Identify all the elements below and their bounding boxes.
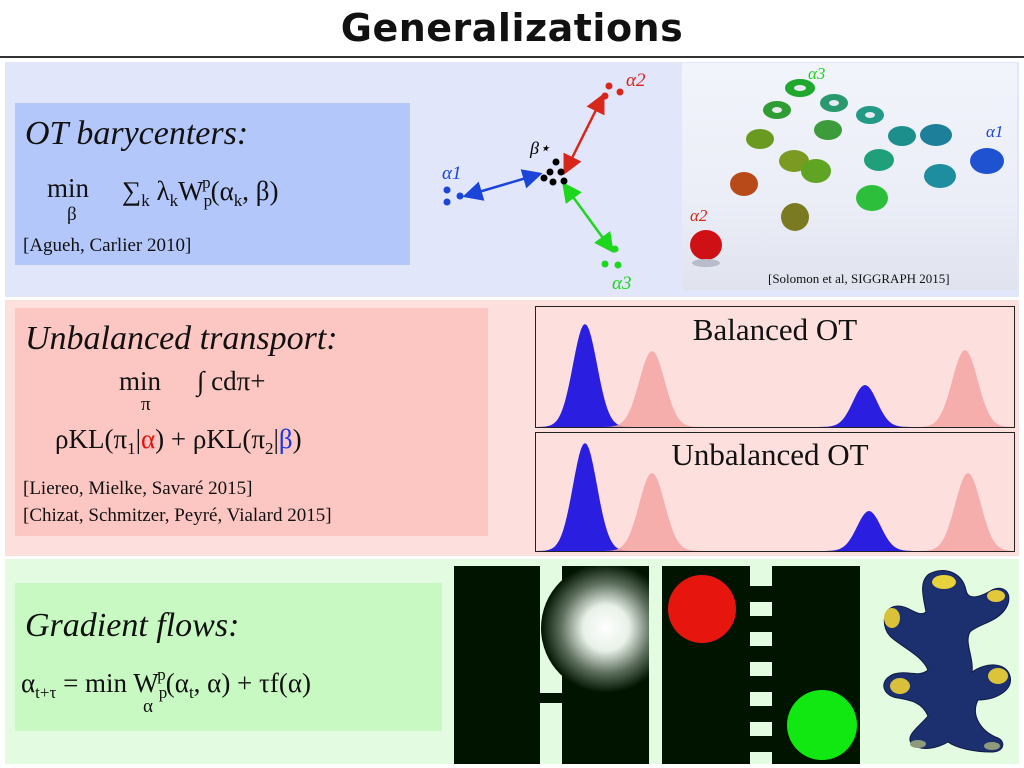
unbalanced-ot-chart: Unbalanced OT — [535, 432, 1015, 552]
barycenter-diagram: β⋆ α1 α2 α3 — [442, 70, 646, 294]
duck-scene-image: α3 α1 α2 [Solomon et al, SIGGRAPH 2015] — [682, 63, 1017, 290]
unbalanced-ref-2: [Chizat, Schmitzer, Peyré, Vialard 2015] — [23, 505, 332, 526]
unbalanced-source-density — [535, 443, 1015, 551]
alpha2-points — [601, 82, 624, 100]
gradient-heading: Gradient flows: — [25, 607, 240, 644]
unbalanced-min-sub: π — [141, 394, 151, 415]
unbalanced-ref-1: [Liereo, Mielke, Savaré 2015] — [23, 478, 253, 499]
arrow-alpha2 — [563, 93, 605, 175]
barycenters-formula: ∑k λkWpp(αk, β) — [122, 173, 279, 210]
page-title: Generalizations — [340, 6, 684, 50]
scene-alpha2-label: α2 — [690, 206, 708, 225]
title-rule — [0, 56, 1024, 58]
gradient-flow-image-3 — [883, 570, 1012, 753]
unbalanced-ot-title: Unbalanced OT — [671, 437, 868, 472]
balanced-target-density — [535, 350, 1015, 427]
alpha2-label: α2 — [626, 70, 646, 91]
barycenters-heading: OT barycenters: — [25, 115, 249, 152]
beta-star-points — [540, 158, 568, 186]
unbalanced-formula-line1: ∫ cdπ+ — [197, 366, 266, 396]
arrow-alpha1 — [462, 169, 543, 201]
alpha1-label: α1 — [442, 163, 461, 184]
barycenters-min-sub: β — [67, 204, 77, 225]
gradient-min-sub: α — [143, 696, 153, 717]
unbalanced-min: min — [119, 366, 162, 396]
gradient-formula: αt+τ = min Wpp(αt, α) + τf(α) — [21, 665, 312, 702]
gradient-flow-image-1 — [454, 566, 649, 764]
alpha3-points — [601, 245, 622, 269]
gradient-box: Gradient flows: αt+τ = min Wpp(αt, α) + … — [15, 583, 442, 731]
arrow-alpha3 — [562, 181, 614, 254]
duck-scene-drawing: α3 α1 α2 [Solomon et al, SIGGRAPH 2015] — [690, 64, 1004, 286]
barycenters-box: OT barycenters: min β ∑k λkWpp(αk, β) [A… — [15, 103, 410, 265]
barycenters-ref: [Agueh, Carlier 2010] — [23, 235, 192, 256]
unbalanced-box: Unbalanced transport: min π ∫ cdπ+ ρKL(π… — [15, 308, 488, 536]
scene-ref: [Solomon et al, SIGGRAPH 2015] — [768, 271, 950, 286]
unbalanced-target-density — [535, 473, 1015, 551]
scene-alpha1-label: α1 — [986, 122, 1003, 141]
unbalanced-formula-line2: ρKL(π1|α) + ρKL(π2|β) — [55, 424, 302, 458]
min-operator: min — [47, 173, 90, 203]
torus-shapes — [690, 79, 1004, 267]
balanced-ot-chart: Balanced OT — [535, 306, 1015, 428]
gradient-flow-image-2 — [662, 566, 860, 764]
scene-alpha3-label: α3 — [808, 64, 825, 83]
alpha1-points — [443, 186, 464, 206]
balanced-source-density — [535, 324, 1015, 427]
unbalanced-heading: Unbalanced transport: — [25, 320, 338, 357]
alpha3-label: α3 — [612, 273, 631, 294]
barycenters-min: min — [47, 173, 89, 204]
balanced-ot-title: Balanced OT — [693, 312, 857, 347]
beta-star-label: β⋆ — [529, 138, 550, 158]
